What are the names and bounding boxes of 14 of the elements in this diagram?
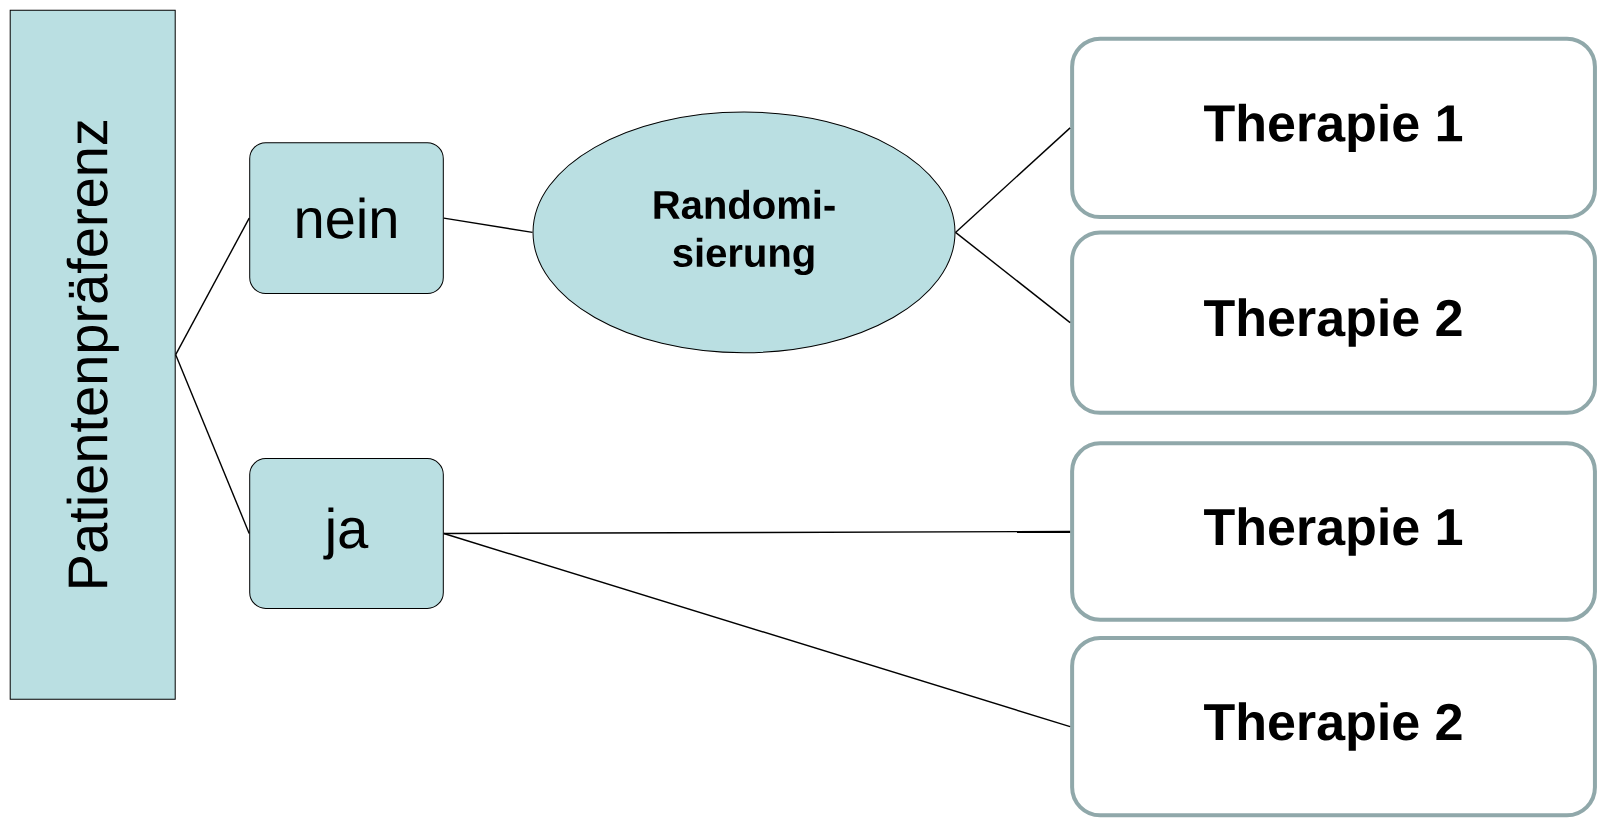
connector-line	[443, 217, 534, 234]
therapy-box: Therapie 1	[1070, 441, 1597, 622]
connector-line	[443, 530, 1071, 535]
therapy-box: Therapie 1	[1070, 36, 1597, 220]
connector-line	[175, 217, 250, 356]
connector-line	[443, 532, 1071, 728]
choice-box: nein	[249, 142, 444, 294]
connector-line	[954, 231, 1071, 324]
connector-line	[175, 354, 250, 535]
therapy-box: Therapie 2	[1070, 230, 1597, 415]
therapy-box: Therapie 2	[1070, 635, 1597, 818]
side-box: Patientenpräferenz	[9, 9, 176, 700]
connector-line	[954, 127, 1071, 234]
choice-box: ja	[249, 458, 444, 609]
